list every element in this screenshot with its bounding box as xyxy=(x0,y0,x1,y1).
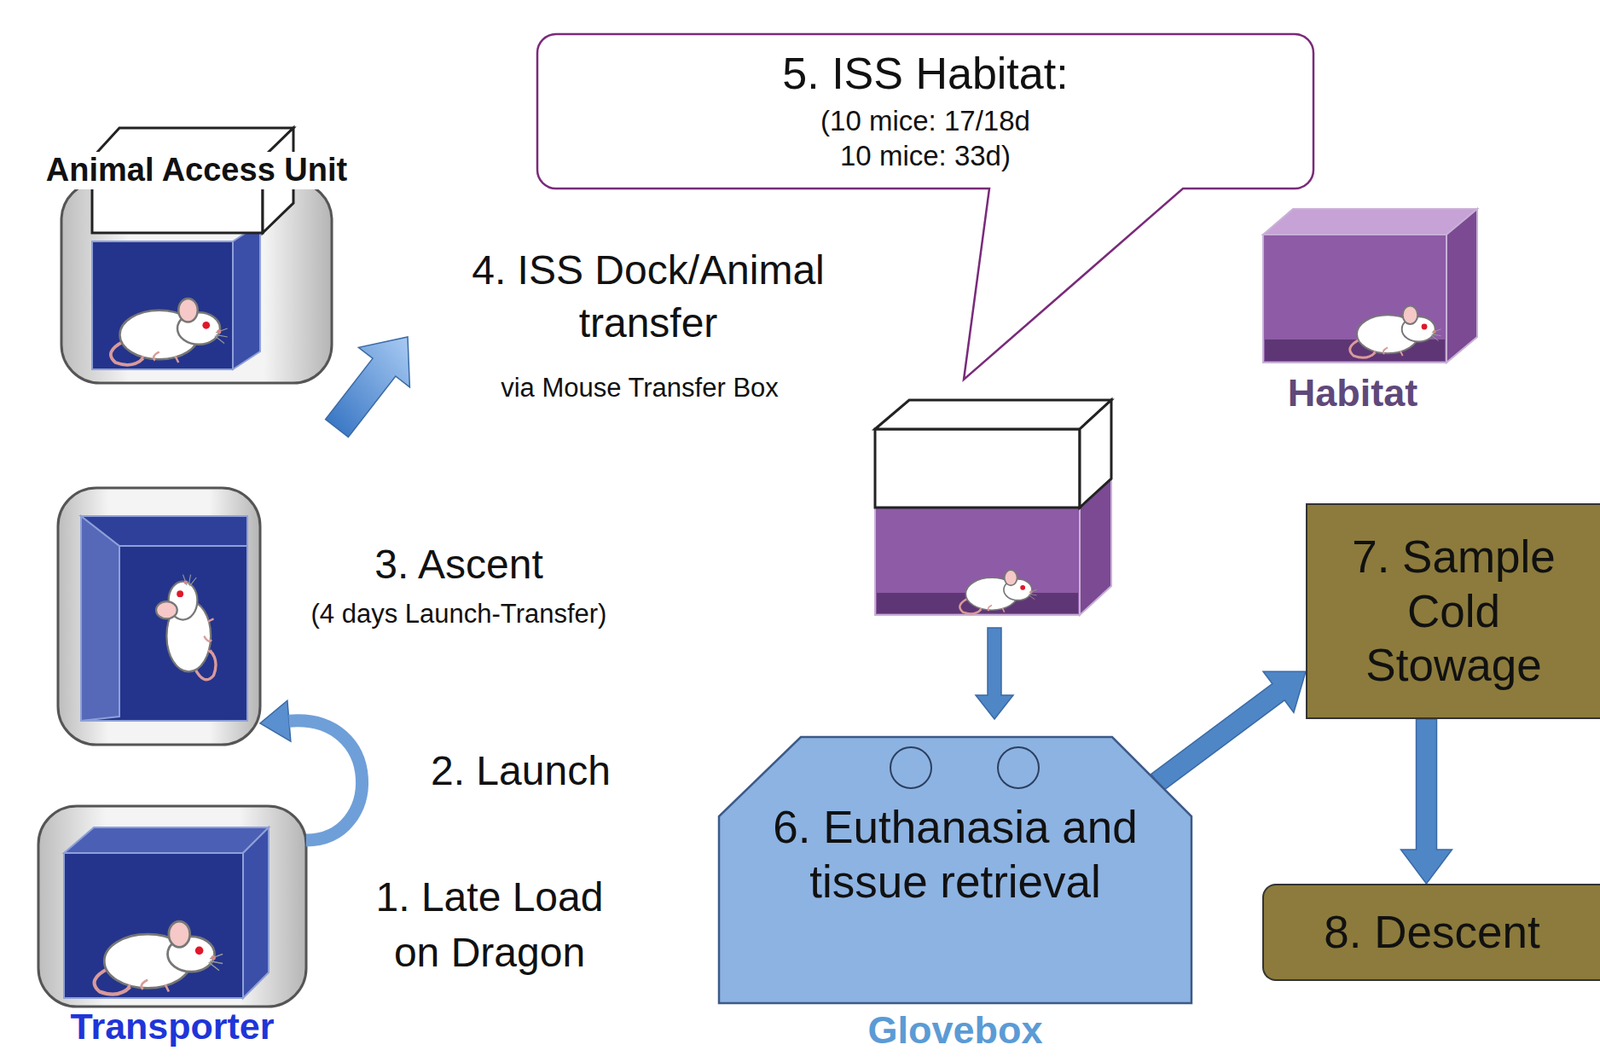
flow-arrow xyxy=(260,700,363,841)
node-text: 6. Euthanasia and tissue retrieval xyxy=(771,800,1139,909)
habitat-cage: Habitat xyxy=(1263,208,1478,363)
glove-port xyxy=(997,747,1039,789)
habitat-cage-art xyxy=(1263,208,1478,363)
habitat-callout: 5. ISS Habitat:(10 mice: 17/18d 10 mice:… xyxy=(537,34,1314,189)
ascent-cage-art xyxy=(57,487,261,745)
animal-access-unit: Animal Access Unit xyxy=(35,127,358,383)
transporter: Transporter xyxy=(38,805,307,1007)
node-subtext: (10 mice: 17/18d 10 mice: 33d) xyxy=(811,103,1039,174)
node-text: 8. Descent xyxy=(1323,906,1540,959)
step-label: 2. Launch xyxy=(430,747,611,795)
node-text: 7. Sample Cold Stowage xyxy=(1330,529,1578,693)
glovebox: 6. Euthanasia and tissue retrievalGloveb… xyxy=(718,736,1192,1003)
node-text: 3. Ascent xyxy=(279,540,638,588)
dock-arrow xyxy=(325,336,411,437)
step-note: via Mouse Transfer Box xyxy=(443,372,836,404)
ascent-cage: 3. Ascent(4 days Launch-Transfer) xyxy=(57,487,261,745)
glove-port xyxy=(890,747,932,789)
node-subtext: Glovebox xyxy=(718,1008,1192,1053)
transporter-art xyxy=(38,805,307,1007)
down-arrow xyxy=(975,627,1014,719)
flow-arrow xyxy=(1151,671,1306,790)
node-text: Transporter xyxy=(21,1007,324,1046)
descent-box: 8. Descent xyxy=(1262,883,1600,981)
node-text: Habitat xyxy=(1228,371,1477,416)
transfer-box-habitat-art xyxy=(875,400,1112,615)
glovebox-shape xyxy=(718,736,1192,1003)
node-subtext: (4 days Launch-Transfer) xyxy=(279,598,638,630)
step-label: 1. Late Load on Dragon xyxy=(353,869,627,981)
node-text: Animal Access Unit xyxy=(43,151,350,190)
node-text: 5. ISS Habitat: xyxy=(782,48,1068,100)
flow-arrow xyxy=(1401,718,1453,884)
step-label: 4. ISS Dock/Animal transfer xyxy=(409,243,887,351)
cold-stowage-box: 7. Sample Cold Stowage xyxy=(1305,503,1600,719)
